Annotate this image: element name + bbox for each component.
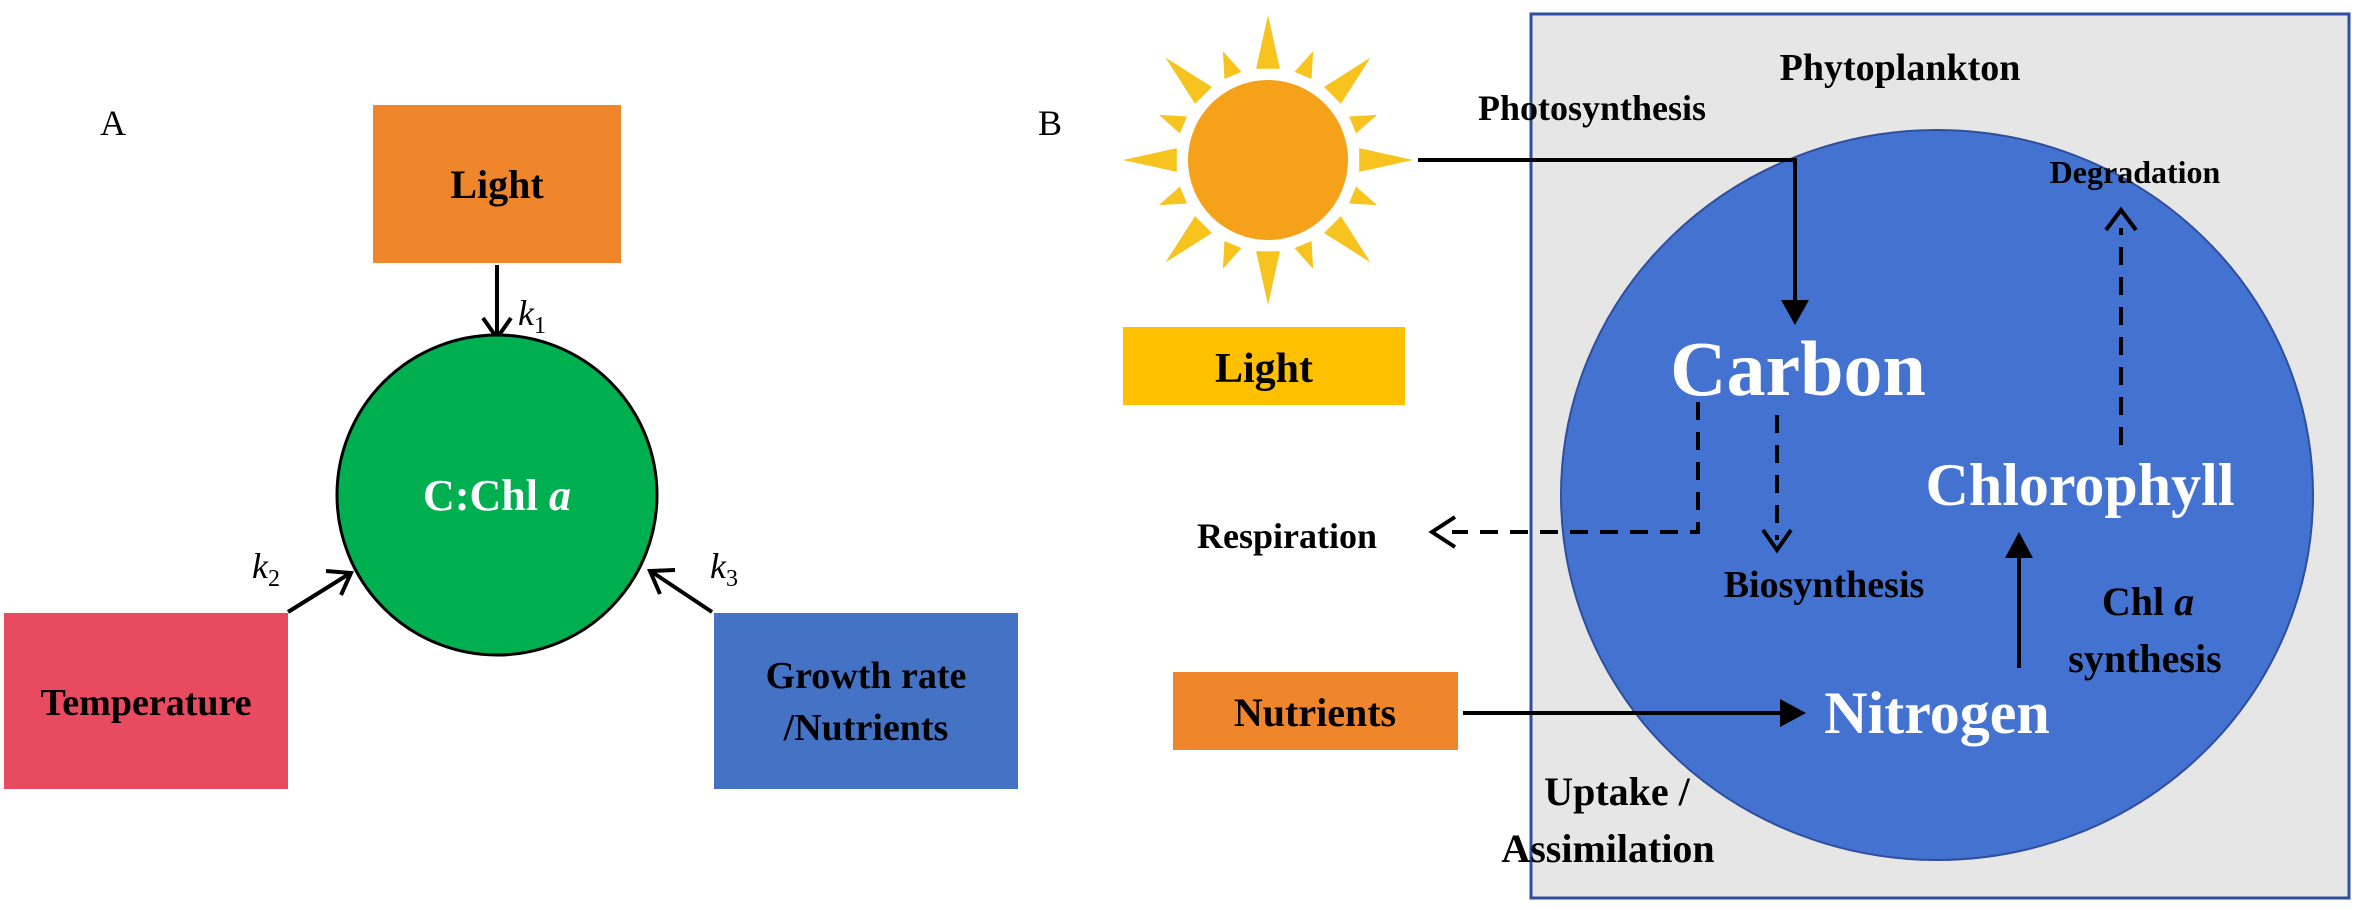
sun-ray [1349,186,1378,206]
light-box-b: Light [1123,327,1405,405]
sun-ray [1123,148,1177,172]
growth-box-line1: Growth rate [766,655,967,697]
sun-ray [1324,216,1371,263]
sun-ray [1158,114,1187,134]
sun-ray [1349,114,1378,134]
chl-synthesis-line2: synthesis [2068,636,2221,681]
c-chl-circle: C:Chl a [335,333,659,657]
nitrogen-label: Nitrogen [1824,680,2050,746]
sun-ray [1222,241,1242,270]
k3-arrow [647,568,714,614]
nutrients-arrow [1463,699,1806,727]
chl-synthesis-arrow [2005,532,2033,668]
sun-ray [1359,148,1413,172]
nutrients-box: Nutrients [1173,672,1458,750]
phytoplankton-label: Phytoplankton [1780,47,2021,89]
light-box-label: Light [450,162,544,207]
sun-ray [1324,57,1371,104]
sun-ray [1294,50,1314,79]
photosynthesis-arrow [1418,158,1809,325]
sun-ray [1158,186,1187,206]
chlorophyll-label: Chlorophyll [1926,452,2235,518]
sun-ray [1256,15,1280,69]
growth-box-line2: /Nutrients [783,707,949,749]
sun-icon [1123,15,1413,305]
sun-ray [1256,251,1280,305]
k2-arrow [286,569,354,614]
photosynthesis-label: Photosynthesis [1478,88,1706,128]
light-box-b-label: Light [1215,346,1313,392]
biosynthesis-arrow [1761,415,1793,554]
sun-ray [1222,50,1242,79]
degradation-arrow [2104,206,2138,445]
k3-label: k3 [710,546,738,592]
k1-arrow [481,265,513,342]
nutrients-box-label: Nutrients [1234,690,1396,735]
panel-b-label: B [1038,103,1062,143]
temperature-box-label: Temperature [40,682,251,724]
respiration-label: Respiration [1197,516,1377,556]
sun-ray [1165,57,1212,104]
uptake-line1: Uptake / [1544,769,1690,814]
uptake-line2: Assimilation [1501,826,1714,871]
cell-ellipse [1560,129,2314,861]
light-box: Light [373,105,621,263]
carbon-label: Carbon [1670,325,1926,412]
k1-label: k1 [518,293,546,339]
degradation-label: Degradation [2050,154,2221,190]
sun-ray [1165,216,1212,263]
growth-nutrients-box: Growth rate /Nutrients [714,613,1018,789]
temperature-box: Temperature [4,613,288,789]
biosynthesis-label: Biosynthesis [1724,564,1925,606]
c-chl-label: C:Chl a [423,471,571,520]
k2-label: k2 [252,546,280,592]
panel-a-label: A [100,103,126,143]
chl-synthesis-line1: Chl a [2102,579,2194,624]
respiration-arrow [1428,402,1700,549]
sun-ray [1294,241,1314,270]
